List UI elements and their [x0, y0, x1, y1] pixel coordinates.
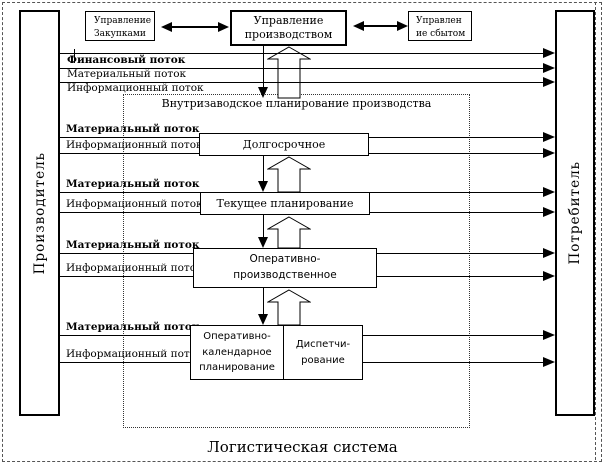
- material-flow-line-4-left: [60, 335, 190, 336]
- information-flow-label-3: Информационный поток: [66, 262, 203, 274]
- information-flow-line-4-right: [362, 362, 543, 363]
- information-flow-line-2-right: [369, 212, 543, 213]
- tick-mark: [74, 49, 75, 63]
- arrowhead-right-icon: [543, 187, 555, 197]
- purchasing-production-double-arrow: [161, 22, 229, 32]
- consumer-bar: Потребитель: [555, 10, 595, 416]
- double-arrow-line: [362, 25, 399, 27]
- purchasing-label-line1: Управление: [94, 16, 152, 26]
- financial-flow-label: Финансовый поток: [67, 54, 186, 66]
- down-arrow-icon: [258, 181, 268, 192]
- double-arrow-line: [170, 26, 220, 28]
- level-box-dispatch: Диспетчи- рование: [283, 325, 363, 380]
- arrowhead-right-icon: [543, 271, 555, 281]
- information-flow-line-4-left: [60, 362, 190, 363]
- arrowhead-left-icon: [353, 21, 364, 31]
- production-management-label: Управление производством: [244, 13, 333, 41]
- financial-flow-line: [60, 53, 543, 54]
- material-flow-line-2-right: [369, 192, 543, 193]
- information-flow-label-top: Информационный поток: [67, 82, 204, 94]
- down-arrow-icon: [258, 87, 268, 98]
- material-flow-line-3-left: [60, 253, 193, 254]
- inplant-planning-title: Внутризаводское планирование производств…: [161, 97, 432, 110]
- sales-label-line2: ие сбытом: [416, 29, 466, 40]
- purchasing-management-box: Управление Закупками: [85, 11, 155, 41]
- current-label: Текущее планирование: [216, 197, 354, 210]
- material-flow-label-2: Материальный поток: [66, 178, 200, 190]
- level-box-operational: Оперативно- производственное: [193, 248, 377, 288]
- sales-label-line1: Управлен: [416, 16, 462, 26]
- down-arrow-line: [263, 45, 264, 88]
- purchasing-label-line2: Закупками: [94, 29, 146, 40]
- material-flow-line-top: [60, 68, 543, 69]
- material-flow-line-4-right: [362, 335, 543, 336]
- arrowhead-right-icon: [543, 207, 555, 217]
- level-box-current: Текущее планирование: [200, 192, 370, 215]
- arrowhead-right-icon: [543, 77, 555, 87]
- arrowhead-right-icon: [218, 22, 229, 32]
- material-flow-label-4: Материальный поток: [66, 321, 200, 333]
- arrowhead-right-icon: [543, 148, 555, 158]
- material-flow-line-1-left: [60, 137, 199, 138]
- calendar-label-line1: Оперативно-: [203, 331, 271, 343]
- operational-label-line2: производственное: [233, 269, 337, 281]
- level-box-calendar: Оперативно- календарное планирование: [190, 325, 284, 380]
- calendar-label-line3: планирование: [199, 362, 275, 374]
- material-flow-line-1-right: [368, 137, 543, 138]
- information-flow-line-3-right: [376, 276, 543, 277]
- arrowhead-right-icon: [543, 248, 555, 258]
- dispatch-label-line2: рование: [301, 354, 345, 366]
- hollow-up-arrow-icon: [267, 156, 311, 193]
- information-flow-label-4: Информационный поток: [66, 348, 203, 360]
- hollow-up-arrow-icon: [267, 289, 311, 326]
- sales-management-box: Управлен ие сбытом: [408, 11, 472, 41]
- hollow-up-arrow-icon: [267, 216, 311, 249]
- outer-dashed-frame-inner-right: [595, 2, 596, 460]
- information-flow-label-2: Информационный поток: [66, 198, 203, 210]
- hollow-up-arrow-icon: [267, 46, 311, 99]
- information-flow-line-3-left: [60, 276, 193, 277]
- outer-dashed-frame: [2, 2, 602, 462]
- diagram-title: Логистическая система: [207, 438, 398, 456]
- operational-label-line1: Оперативно-: [249, 253, 321, 266]
- dispatch-label-line1: Диспетчи-: [295, 339, 351, 350]
- longterm-label: Долгосрочное: [242, 138, 326, 151]
- production-management-box: Управление производством: [230, 10, 347, 46]
- down-arrow-line: [263, 155, 264, 182]
- producer-bar: Производитель: [19, 10, 60, 416]
- material-flow-label-3: Материальный поток: [66, 239, 200, 251]
- arrowhead-right-icon: [543, 63, 555, 73]
- down-arrow-icon: [258, 237, 268, 248]
- material-flow-label-top: Материальный поток: [67, 68, 187, 80]
- arrowhead-right-icon: [543, 132, 555, 142]
- information-flow-label-1: Информационный поток: [66, 139, 203, 151]
- calendar-label-line2: календарное: [202, 346, 272, 358]
- material-flow-line-3-right: [376, 253, 543, 254]
- level-box-longterm: Долгосрочное: [199, 133, 369, 156]
- information-flow-line-top: [60, 82, 543, 83]
- information-flow-line-2-left: [60, 212, 200, 213]
- information-flow-line-1-left: [60, 153, 199, 154]
- material-flow-label-1: Материальный поток: [66, 123, 200, 135]
- producer-label: Производитель: [31, 151, 48, 275]
- arrowhead-right-icon: [543, 48, 555, 58]
- information-flow-line-1-right: [368, 153, 543, 154]
- arrowhead-right-icon: [397, 21, 408, 31]
- down-arrow-line: [263, 215, 264, 238]
- down-arrow-icon: [258, 314, 268, 325]
- arrowhead-right-icon: [543, 357, 555, 367]
- arrowhead-left-icon: [161, 22, 172, 32]
- production-sales-double-arrow: [353, 21, 408, 31]
- consumer-label: Потребитель: [567, 161, 583, 265]
- arrowhead-right-icon: [543, 330, 555, 340]
- material-flow-line-2-left: [60, 192, 200, 193]
- down-arrow-line: [263, 288, 264, 315]
